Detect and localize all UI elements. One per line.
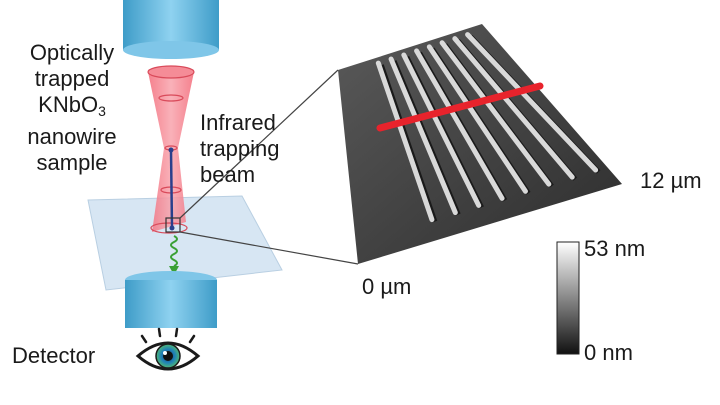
sample-plane — [87, 195, 283, 291]
sample-label-line2: trapped — [34, 66, 110, 91]
afm-nanowire — [388, 56, 458, 216]
afm-nanowire — [426, 44, 528, 194]
sample-label-line3: KNbO3 — [38, 92, 106, 119]
axis-x-max-label: 12 µm — [640, 168, 702, 193]
beam-label-line2: trapping — [200, 136, 280, 161]
sample-label-line1: Optically — [29, 40, 115, 65]
sample-label-line4: nanowire — [27, 124, 117, 149]
trapped-nanowire — [169, 149, 174, 229]
afm-nanowires — [375, 32, 601, 223]
height-scale-bar — [556, 241, 580, 355]
detector-label: Detector — [12, 343, 96, 368]
eye-icon — [135, 327, 201, 371]
afm-nanowire — [414, 48, 505, 201]
scale-min-label: 0 nm — [584, 340, 633, 365]
beam-label-line1: Infrared — [200, 110, 276, 135]
lower-objective-lens — [125, 271, 217, 328]
afm-nanowire — [401, 52, 482, 208]
upper-objective-lens — [123, 0, 219, 59]
sample-label: Optically trapped KNbO3 nanowire sample — [6, 40, 138, 176]
afm-nanowire — [452, 36, 575, 180]
sample-label-line5: sample — [36, 150, 108, 175]
scale-max-label: 53 nm — [584, 236, 646, 261]
emission-signal — [170, 235, 178, 267]
beam-label: Infrared trapping beam — [200, 110, 280, 188]
afm-topography-image — [338, 24, 622, 264]
beam-label-line3: beam — [200, 162, 256, 187]
afm-nanowire — [375, 60, 435, 223]
axis-origin-label: 0 µm — [362, 274, 412, 299]
afm-nanowire — [465, 32, 599, 173]
afm-nanowire — [439, 40, 552, 187]
focal-region-marker — [165, 217, 181, 233]
zoom-connector-lines — [179, 69, 359, 265]
afm-line-scan-marker — [376, 82, 544, 132]
